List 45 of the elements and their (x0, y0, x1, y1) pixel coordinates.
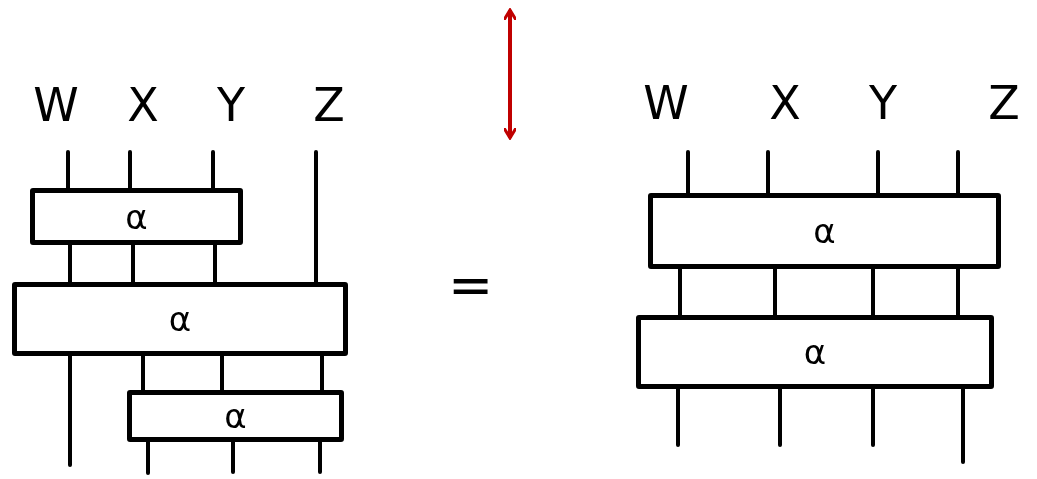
wire (773, 267, 777, 317)
wire-label: X (762, 80, 808, 152)
wire (213, 243, 217, 284)
wire (220, 354, 224, 392)
wire-label: Z (303, 82, 355, 152)
wire (320, 354, 324, 392)
wire (318, 440, 322, 474)
wire-label: Y (860, 80, 906, 152)
wire-label: Z (978, 80, 1030, 152)
wire (876, 150, 880, 195)
wire-label: X (120, 82, 166, 152)
wire (128, 150, 132, 190)
wire (314, 150, 318, 284)
equals-sign: = (448, 258, 494, 312)
wire (678, 267, 682, 317)
morphism-box (636, 315, 994, 389)
wire (871, 387, 875, 447)
wire (68, 243, 72, 284)
box-label: α (224, 399, 247, 433)
box-label: α (803, 335, 827, 369)
morphism-box (12, 282, 348, 356)
wire (766, 150, 770, 195)
wire (141, 354, 145, 392)
wire (956, 267, 960, 317)
wire (871, 267, 875, 317)
wire-label: Y (208, 82, 254, 152)
box-label: α (125, 199, 148, 234)
morphism-box (127, 390, 344, 442)
wire-label: W (30, 82, 82, 152)
wire (146, 440, 150, 475)
wire (131, 243, 135, 284)
wire (66, 150, 70, 190)
wire (676, 387, 680, 447)
wire (961, 387, 965, 464)
wire (778, 387, 782, 447)
wire (231, 440, 235, 474)
morphism-box (30, 188, 243, 245)
morphism-box (648, 193, 1001, 269)
wire (211, 150, 215, 190)
wire (686, 150, 690, 195)
wire-label: W (640, 80, 692, 152)
wire (956, 150, 960, 195)
wire (68, 354, 72, 467)
box-label: α (813, 214, 836, 248)
box-label: α (168, 302, 192, 336)
